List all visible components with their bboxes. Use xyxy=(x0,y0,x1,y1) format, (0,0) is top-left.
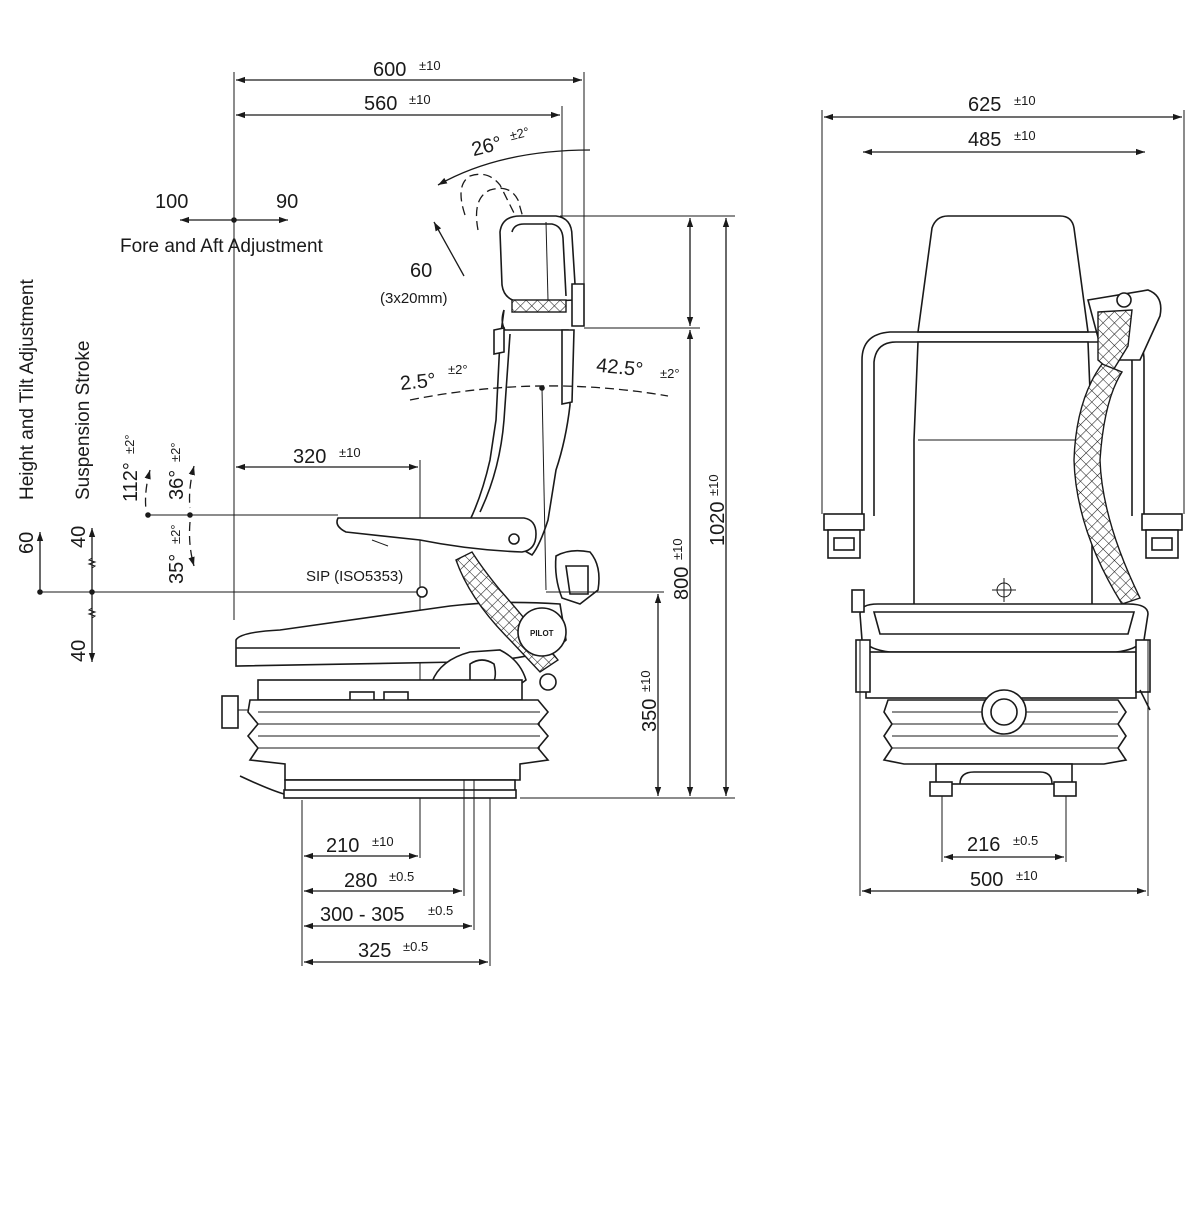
height-1020-tolerance: ±10 xyxy=(706,474,721,496)
dimension-width-216: 216 ±0.5 xyxy=(941,796,1067,862)
front-seat-pan xyxy=(851,589,1151,711)
armrest-down-angle-value: 35° xyxy=(166,554,188,584)
front-headrest xyxy=(917,215,1089,333)
headrest-ghost-positions xyxy=(460,173,529,236)
headrest-travel: 60 (3x20mm) xyxy=(380,221,465,307)
backrest-forward-tolerance: ±2° xyxy=(448,362,468,377)
suspension-label: Suspension Stroke xyxy=(73,341,94,501)
backrest-angle-tolerance: ±2° xyxy=(508,124,531,143)
base-dimensions: 210 ±10 280 ±0.5 300 - 305 ±0.5 325 ±0.5 xyxy=(301,780,491,966)
dimension-height-220 xyxy=(560,215,700,329)
dimension-height-350: 350 ±10 xyxy=(520,591,735,799)
brand-mark: PILOT xyxy=(530,629,554,638)
backrest xyxy=(468,309,575,557)
dimension-width-560: 560 ±10 xyxy=(236,92,563,220)
height-suspension-indicators: 60 40 40 xyxy=(16,526,420,662)
adjustment-labels: Height and Tilt Adjustment Suspension St… xyxy=(17,279,94,500)
width-600-value: 600 xyxy=(373,59,406,81)
base-210-tolerance: ±10 xyxy=(372,834,394,849)
armrest-length-value: 320 xyxy=(293,446,326,468)
armrest-down-angle-tolerance: ±2° xyxy=(168,524,183,544)
width-485-value: 485 xyxy=(968,129,1001,151)
dimension-width-500: 500 ±10 xyxy=(859,640,1149,896)
armrest-angle-indicators: 112° ±2° 36° ±2° 35° ±2° xyxy=(120,434,338,584)
fore-aft-rear-value: 90 xyxy=(276,191,298,213)
height-800-value: 800 xyxy=(671,567,693,600)
stroke-up-value: 40 xyxy=(68,526,90,548)
height-350-tolerance: ±10 xyxy=(638,670,653,692)
width-216-value: 216 xyxy=(967,834,1000,856)
armrest-up-angle-value: 112° xyxy=(120,462,142,502)
width-625-value: 625 xyxy=(968,94,1001,116)
fore-aft-front-value: 100 xyxy=(155,191,188,213)
fore-aft-adjustment: 100 90 Fore and Aft Adjustment xyxy=(120,191,324,257)
height-1020-value: 1020 xyxy=(707,502,729,547)
base-280-value: 280 xyxy=(344,870,377,892)
headrest-travel-note: (3x20mm) xyxy=(380,290,448,307)
base-300-305-value: 300 - 305 xyxy=(320,904,405,926)
dimension-width-600: 600 ±10 xyxy=(233,58,585,620)
dimension-width-625: 625 ±10 xyxy=(821,93,1185,514)
side-view: 600 ±10 560 ±10 100 90 Fore and Aft Adju… xyxy=(16,58,735,966)
front-view: 625 ±10 485 ±10 xyxy=(821,93,1185,896)
width-500-value: 500 xyxy=(970,869,1003,891)
width-485-tolerance: ±10 xyxy=(1014,128,1036,143)
dimension-height-1020: 1020 ±10 xyxy=(700,215,735,796)
backrest-angle-value: 26° xyxy=(469,132,504,161)
width-500-tolerance: ±10 xyxy=(1016,868,1038,883)
armrest-length-tolerance: ±10 xyxy=(339,445,361,460)
width-600-tolerance: ±10 xyxy=(419,58,441,73)
height-800-tolerance: ±10 xyxy=(670,538,685,560)
base-280-tolerance: ±0.5 xyxy=(389,869,414,884)
width-560-value: 560 xyxy=(364,93,397,115)
base-300-305-tolerance: ±0.5 xyxy=(428,903,453,918)
backrest-forward-value: 2.5° xyxy=(399,369,437,395)
height-350-value: 350 xyxy=(639,699,661,732)
armrest-up-angle-tolerance: ±2° xyxy=(122,434,137,454)
armrest xyxy=(336,517,537,553)
sip-label: SIP (ISO5353) xyxy=(306,568,403,585)
seat-tilt-angle-value: 36° xyxy=(166,470,188,500)
width-216-tolerance: ±0.5 xyxy=(1013,833,1038,848)
fore-aft-label: Fore and Aft Adjustment xyxy=(120,236,324,257)
width-560-tolerance: ±10 xyxy=(409,92,431,107)
dimension-width-485: 485 ±10 xyxy=(863,128,1145,156)
width-625-tolerance: ±10 xyxy=(1014,93,1036,108)
height-adjust-value: 60 xyxy=(16,532,38,554)
base-325-value: 325 xyxy=(358,940,391,962)
backrest-angle-26: 26° ±2° xyxy=(437,124,591,186)
front-seat-belt xyxy=(1073,289,1162,605)
dimension-height-800: 800 ±10 xyxy=(670,330,694,796)
front-backrest xyxy=(913,341,1093,607)
backrest-recline-value: 42.5° xyxy=(595,355,644,382)
suspension-base xyxy=(221,679,550,799)
sip-point: SIP (ISO5353) xyxy=(306,568,428,598)
headrest xyxy=(499,215,585,327)
base-325-tolerance: ±0.5 xyxy=(403,939,428,954)
height-tilt-label: Height and Tilt Adjustment xyxy=(17,279,38,500)
front-bellows xyxy=(882,689,1128,797)
backrest-recline-angles: 2.5° ±2° 42.5° ±2° xyxy=(399,355,680,591)
backrest-recline-tolerance: ±2° xyxy=(660,366,680,381)
base-210-value: 210 xyxy=(326,835,359,857)
seat-tilt-angle-tolerance: ±2° xyxy=(168,442,183,462)
stroke-down-value: 40 xyxy=(68,640,90,662)
headrest-travel-value: 60 xyxy=(410,260,432,282)
